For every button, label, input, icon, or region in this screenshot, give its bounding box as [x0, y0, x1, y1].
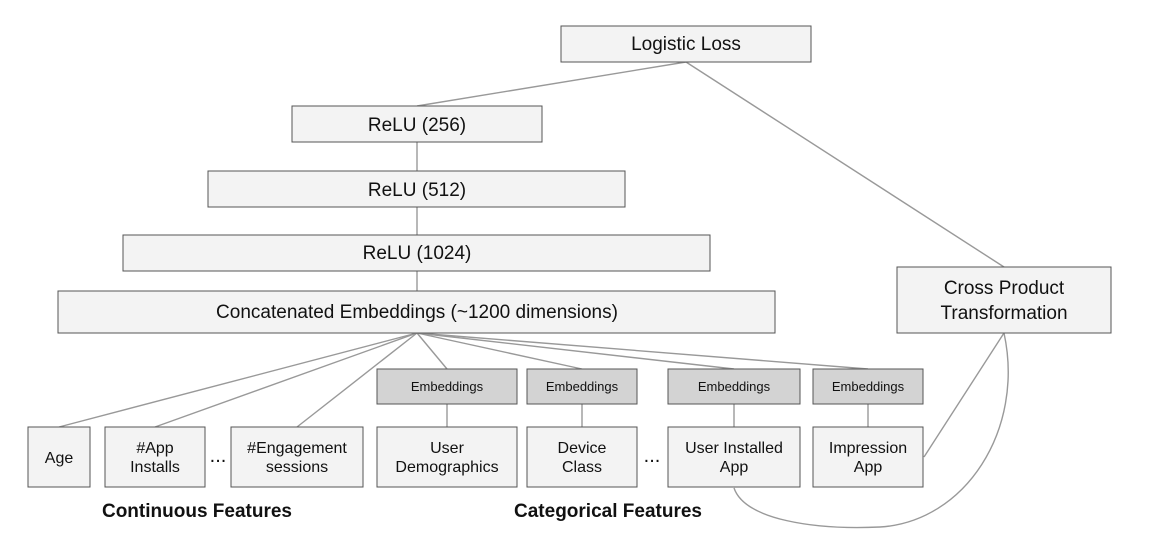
cross-product-label-line2: Transformation [940, 303, 1067, 324]
edge-cross-user-installed [733, 332, 1009, 529]
embeddings-label: Embeddings [411, 379, 484, 394]
edge-concat-emb-2 [416, 332, 583, 370]
categorical-features-heading: Categorical Features [514, 501, 702, 522]
feature-user-installed-app: User Installed App [667, 426, 801, 488]
feature-user-installed-line2: App [720, 459, 749, 476]
edge-concat-emb-3 [416, 332, 735, 370]
edge-concat-app-installs [154, 332, 418, 428]
concat-embeddings-node: Concatenated Embeddings (~1200 dimension… [57, 290, 776, 334]
feature-impression-app: Impression App [812, 426, 924, 488]
embeddings-node-4: Embeddings [812, 368, 924, 405]
feature-engagement-line2: sessions [266, 459, 328, 476]
cross-product-label-line1: Cross Product [944, 278, 1065, 299]
relu-1024-node: ReLU (1024) [122, 234, 711, 272]
embeddings-label: Embeddings [546, 379, 619, 394]
ellipsis-categorical: ... [644, 445, 661, 467]
edge-concat-age [58, 332, 418, 428]
relu-512-label: ReLU (512) [368, 180, 466, 201]
feature-app-installs: #App Installs [104, 426, 206, 488]
edge-concat-engagement [296, 332, 418, 428]
feature-device-class-line2: Class [562, 459, 602, 476]
relu-256-node: ReLU (256) [291, 105, 543, 143]
feature-app-installs-line1: #App [136, 440, 173, 457]
feature-user-demographics-line1: User [430, 440, 464, 457]
embeddings-label: Embeddings [698, 379, 771, 394]
logistic-loss-label: Logistic Loss [631, 34, 741, 55]
continuous-features-heading: Continuous Features [102, 501, 292, 522]
concat-embeddings-label: Concatenated Embeddings (~1200 dimension… [216, 302, 618, 323]
feature-impression-line1: Impression [829, 440, 907, 457]
embeddings-node-3: Embeddings [667, 368, 801, 405]
feature-app-installs-line2: Installs [130, 459, 180, 476]
feature-age: Age [27, 426, 91, 488]
feature-user-demographics: User Demographics [376, 426, 518, 488]
feature-device-class-line1: Device [558, 440, 607, 457]
feature-age-label: Age [45, 450, 74, 467]
cross-product-node: Cross Product Transformation [896, 266, 1112, 334]
edge-concat-emb-1 [416, 332, 448, 370]
edges [58, 61, 1009, 529]
logistic-loss-node: Logistic Loss [560, 25, 812, 63]
relu-256-label: ReLU (256) [368, 115, 466, 136]
edge-concat-emb-4 [416, 332, 869, 370]
ellipsis-continuous: ... [210, 445, 227, 467]
feature-engagement-sessions: #Engagement sessions [230, 426, 364, 488]
edge-cross-impression [923, 332, 1005, 458]
embeddings-node-1: Embeddings [376, 368, 518, 405]
feature-device-class: Device Class [526, 426, 638, 488]
embeddings-node-2: Embeddings [526, 368, 638, 405]
relu-512-node: ReLU (512) [207, 170, 626, 208]
relu-1024-label: ReLU (1024) [363, 243, 472, 264]
edge-loss-relu256 [416, 61, 687, 107]
feature-user-installed-line1: User Installed [685, 440, 783, 457]
feature-engagement-line1: #Engagement [247, 440, 347, 457]
feature-impression-line2: App [854, 459, 883, 476]
feature-user-demographics-line2: Demographics [395, 459, 498, 476]
edge-loss-cross-product [685, 61, 1005, 268]
embeddings-label: Embeddings [832, 379, 905, 394]
